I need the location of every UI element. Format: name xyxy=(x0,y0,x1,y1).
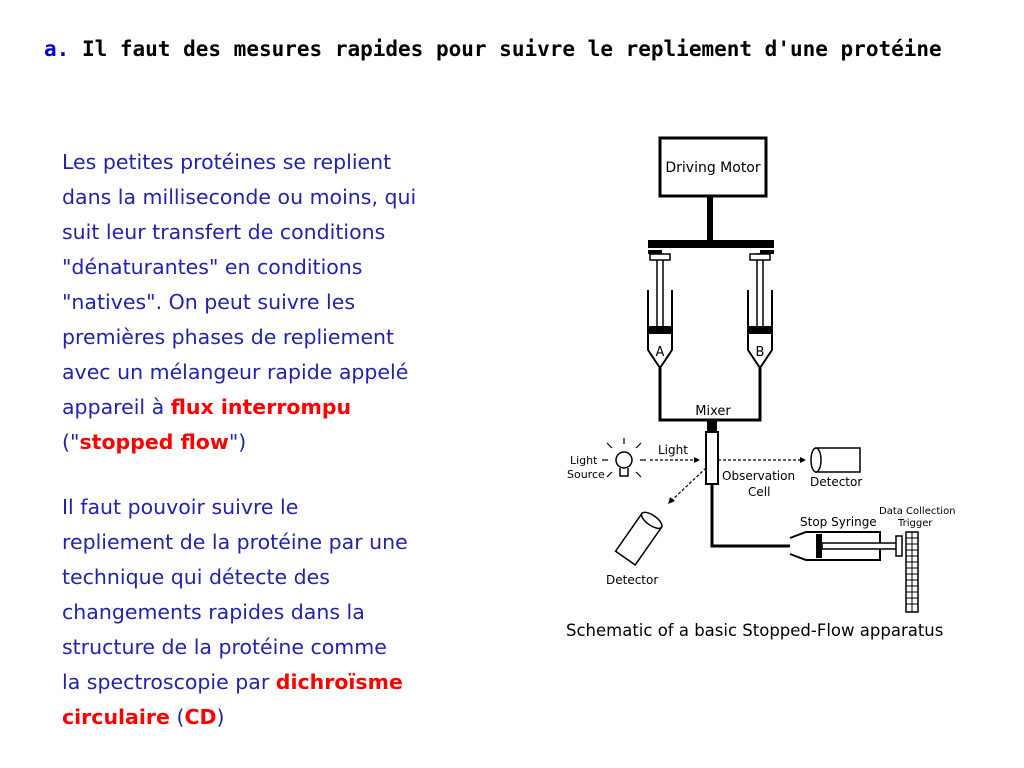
drive-plate xyxy=(648,240,774,248)
data-collection-label-2: Trigger xyxy=(897,518,933,529)
line-prefix: appareil à xyxy=(62,395,171,419)
observation-label-2: Cell xyxy=(748,485,770,499)
plate-foot xyxy=(648,250,662,254)
mixer-block xyxy=(707,420,717,432)
paren-open: ( xyxy=(169,705,185,729)
title-marker: a. xyxy=(44,37,70,61)
detector-left-label: Detector xyxy=(606,573,658,587)
paragraph-2-line: circulaire (CD) xyxy=(62,700,510,735)
motor-shaft xyxy=(707,196,713,242)
light-source-label-1: Light xyxy=(570,454,598,467)
paragraph-2: Il faut pouvoir suivre le repliement de … xyxy=(62,490,510,735)
detector-right-label: Detector xyxy=(810,475,862,489)
syringe-a: A xyxy=(647,253,673,370)
observation-cell xyxy=(705,431,719,485)
paren-close: ) xyxy=(216,705,225,729)
data-collection-label-1: Data Collection xyxy=(879,506,956,517)
paragraph-1: Les petites protéines se replient dans l… xyxy=(62,145,510,460)
light-source-label-2: Source xyxy=(567,468,605,481)
slide-title: a. Il faut des mesures rapides pour suiv… xyxy=(44,34,984,65)
paragraph-2-line: la spectroscopie par dichroïsme xyxy=(62,665,510,700)
paragraph-1-line: premières phases de repliement xyxy=(62,325,395,349)
paragraph-1-line: ("stopped flow") xyxy=(62,425,510,460)
paragraph-1-line: "dénaturantes" en conditions xyxy=(62,255,363,279)
stopped-flow-schematic: Driving Motor A B Mixer Light Source Lig… xyxy=(566,136,956,640)
plate-foot xyxy=(760,250,774,254)
syringe-a-label: A xyxy=(656,345,665,360)
paragraph-1-line: Les petites protéines se replient xyxy=(62,150,392,174)
light-arrowhead xyxy=(694,457,700,463)
schematic-caption: Schematic of a basic Stopped-Flow appara… xyxy=(566,621,943,640)
term-circulaire: circulaire xyxy=(62,705,170,729)
term-flux-interrompu: flux interrompu xyxy=(170,395,352,419)
paragraph-2-line: technique qui détecte des xyxy=(62,565,330,589)
line-prefix: la spectroscopie par xyxy=(62,670,276,694)
paragraph-2-line: changements rapides dans la xyxy=(62,600,365,624)
paragraph-1-line: dans la milliseconde ou moins, qui xyxy=(62,185,417,209)
close-quote: ") xyxy=(228,430,247,454)
title-text: Il faut des mesures rapides pour suivre … xyxy=(81,37,942,61)
paragraph-1-line: "natives". On peut suivre les xyxy=(62,290,356,314)
paragraph-2-line: structure de la protéine comme xyxy=(62,635,387,659)
paragraph-1-line: appareil à flux interrompu xyxy=(62,390,510,425)
scattered-beam xyxy=(669,467,707,503)
scattered-arrowhead xyxy=(668,497,675,504)
paragraph-2-line: Il faut pouvoir suivre le xyxy=(62,495,299,519)
data-collection-trigger xyxy=(905,531,919,613)
detector-left xyxy=(614,511,663,566)
light-label: Light xyxy=(658,443,688,457)
transmitted-arrowhead xyxy=(800,457,806,463)
light-source xyxy=(602,438,646,478)
syringe-b-label: B xyxy=(756,345,765,360)
paragraph-1-line: avec un mélangeur rapide appelé xyxy=(62,360,409,384)
observation-label-1: Observation xyxy=(722,469,795,483)
mixer-label: Mixer xyxy=(695,404,731,419)
stop-syringe xyxy=(789,531,903,561)
paragraph-1-line: suit leur transfert de conditions xyxy=(62,220,386,244)
open-quote: (" xyxy=(62,430,80,454)
detector-right xyxy=(810,447,861,473)
outlet-tube xyxy=(710,484,790,548)
paragraph-2-line: repliement de la protéine par une xyxy=(62,530,408,554)
syringe-b: B xyxy=(747,253,773,370)
term-dichroisme: dichroïsme xyxy=(275,670,403,694)
term-stopped-flow: stopped flow xyxy=(79,430,229,454)
driving-motor-label: Driving Motor xyxy=(665,160,761,176)
stop-syringe-label: Stop Syringe xyxy=(800,515,877,529)
term-cd: CD xyxy=(184,705,217,729)
